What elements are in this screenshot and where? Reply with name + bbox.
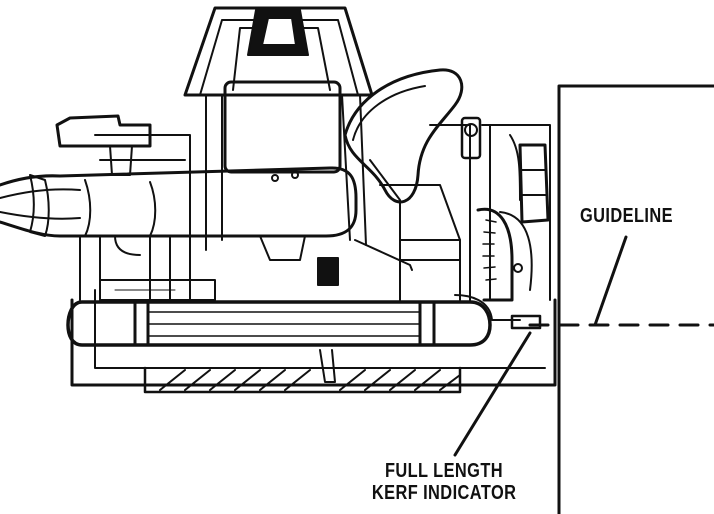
blade-guard	[66, 279, 521, 347]
kerf-indicator-label: FULL LENGTH KERF INDICATOR	[372, 460, 516, 504]
kerf-notch	[510, 314, 542, 330]
kerf-label-line2: KERF INDICATOR	[371, 482, 517, 504]
callout-leaders	[453, 235, 628, 457]
workpiece-board	[557, 84, 714, 514]
bevel-scale	[476, 207, 533, 302]
motor-housing	[183, 6, 374, 251]
guideline-label: GUIDELINE	[580, 205, 673, 227]
rear-handle	[0, 166, 358, 261]
kerf-label-line1: FULL LENGTH	[384, 460, 504, 482]
saw-body	[79, 116, 551, 301]
bevel-lever	[55, 114, 152, 176]
